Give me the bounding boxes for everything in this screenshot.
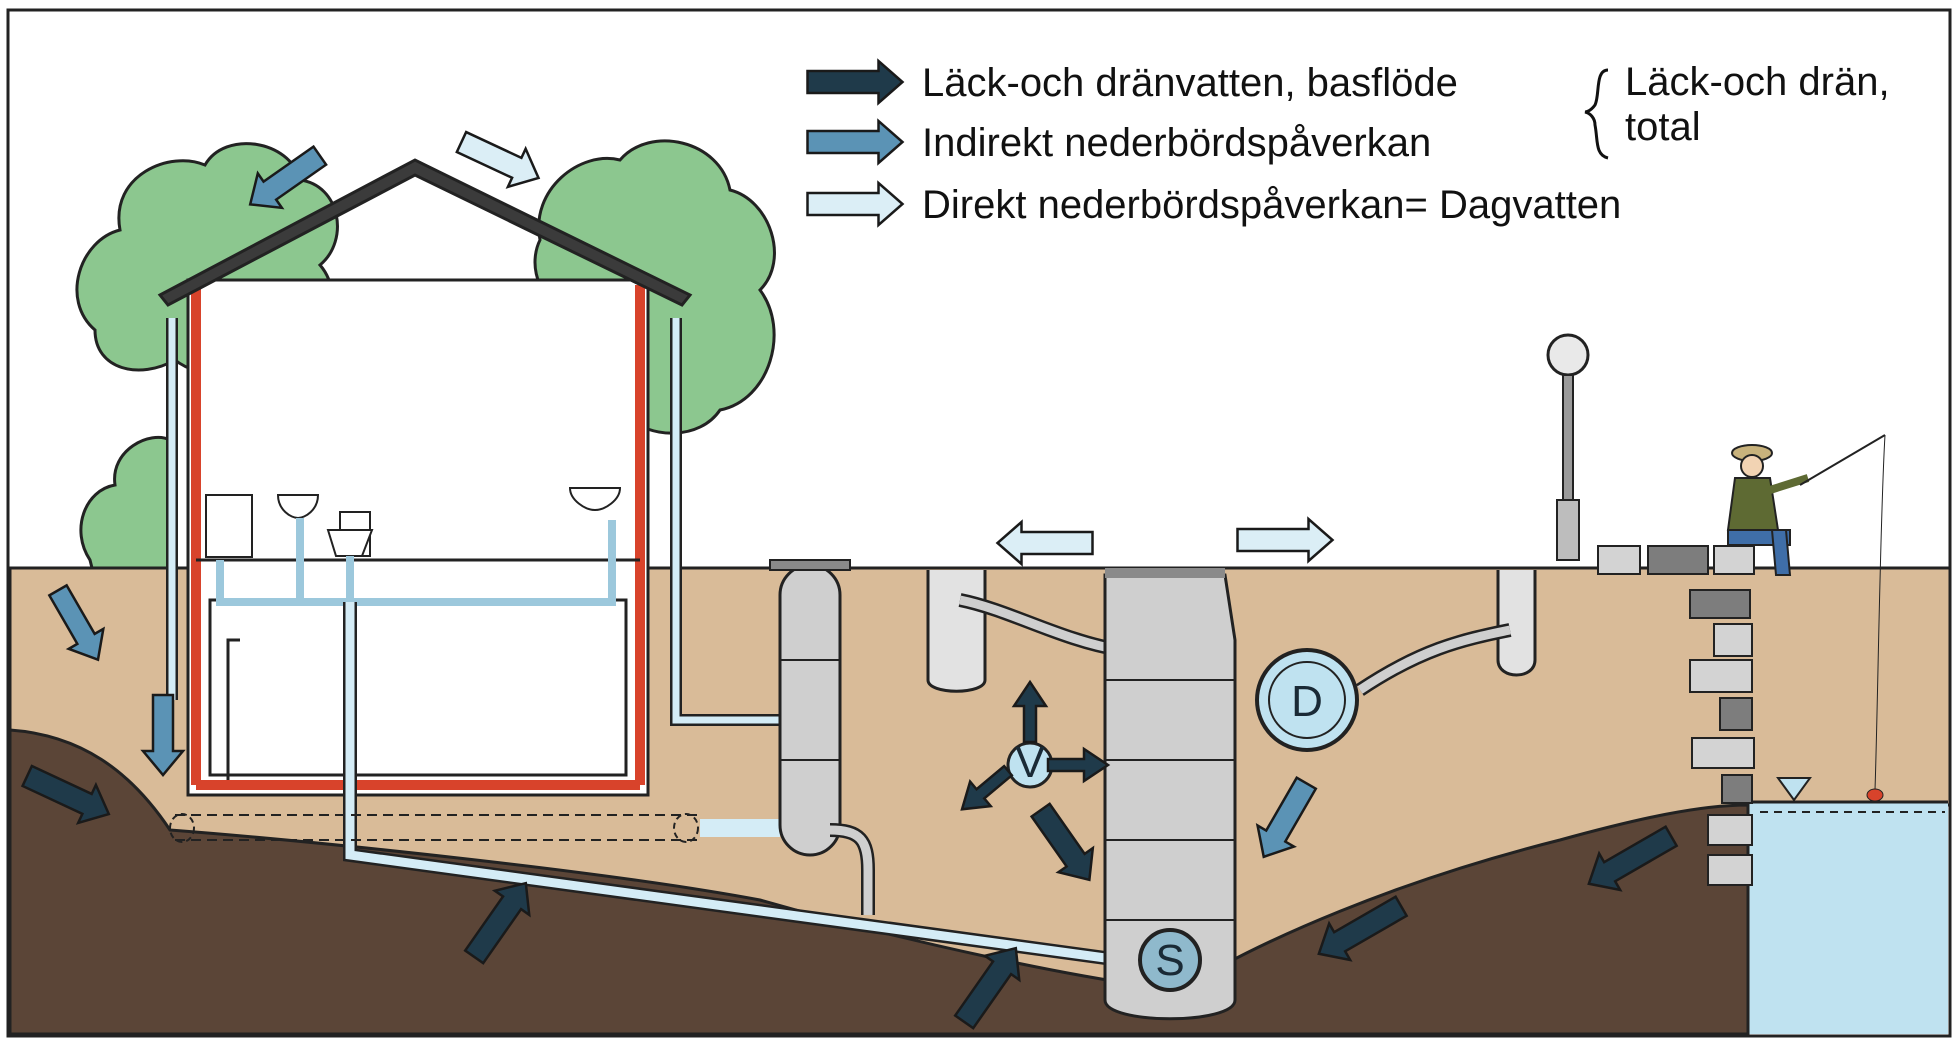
arrow-v-down-left bbox=[960, 764, 1014, 811]
foundation-drain-end-right bbox=[673, 813, 699, 843]
arrow-roof-left bbox=[248, 144, 328, 210]
foundation-drain-end-left bbox=[169, 813, 195, 843]
house-drain-pipes bbox=[216, 518, 616, 606]
legend-arrow-1 bbox=[806, 58, 905, 106]
arrow-soil-left-1 bbox=[47, 583, 106, 662]
arrow-roof-right bbox=[455, 130, 541, 189]
toilet-bowl bbox=[326, 529, 374, 557]
tree-left-small bbox=[79, 435, 177, 570]
arrow-d-to-shaft bbox=[1255, 775, 1318, 859]
marker-d-label: D bbox=[1291, 677, 1323, 726]
legend-brace-label-line1: Läck-och drän, bbox=[1625, 60, 1890, 104]
legend-label-1: Läck-och dränvatten, basflöde bbox=[922, 61, 1458, 105]
lake-water bbox=[1748, 802, 1948, 1034]
stone-quay bbox=[1597, 545, 1755, 886]
dark-soil-layer bbox=[8, 728, 1750, 1036]
arrow-v-right bbox=[1046, 746, 1111, 784]
downspout-right-inner bbox=[672, 318, 780, 724]
sewer-shaft bbox=[1103, 568, 1237, 1021]
legend-arrow-3 bbox=[806, 180, 905, 228]
bathtub bbox=[205, 494, 253, 558]
marker-v-label: V bbox=[1015, 738, 1045, 787]
arrow-lake-1 bbox=[1587, 825, 1679, 892]
arrow-v-up bbox=[1011, 679, 1049, 744]
water-level-marker bbox=[1776, 777, 1812, 802]
marker-s: S bbox=[1138, 928, 1202, 992]
arrow-bottom-1 bbox=[463, 881, 531, 965]
arrow-dark-left bbox=[20, 764, 111, 825]
arrow-street-right bbox=[1236, 516, 1335, 564]
house-main-sewer-inner bbox=[345, 602, 1121, 965]
sink-right bbox=[568, 487, 622, 512]
arrow-street-left bbox=[995, 519, 1094, 567]
street-gully bbox=[926, 570, 1122, 693]
arrow-lake-2 bbox=[1317, 895, 1409, 962]
house-roof bbox=[157, 158, 693, 307]
legend-brace-label-line2: total bbox=[1625, 105, 1701, 149]
legend-arrow-2 bbox=[806, 118, 905, 166]
legend-label-3: Direkt nederbördspåverkan= Dagvatten bbox=[922, 183, 1621, 227]
marker-d: D bbox=[1255, 648, 1359, 752]
lamp-post bbox=[1546, 333, 1590, 561]
fisherman bbox=[1726, 434, 1886, 802]
manhole-left bbox=[769, 559, 875, 915]
arrow-soil-left-2 bbox=[140, 693, 186, 777]
legend-label-2: Indirekt nederbördspåverkan bbox=[922, 121, 1431, 165]
house-inner-basement bbox=[208, 598, 628, 777]
marker-s-label: S bbox=[1155, 936, 1184, 985]
foundation-drain bbox=[175, 814, 700, 841]
basement-shower bbox=[226, 638, 240, 780]
house bbox=[157, 158, 1121, 967]
flow-arrows bbox=[20, 130, 1679, 1030]
legend-brace bbox=[1584, 68, 1609, 160]
arrow-v-down-right bbox=[1029, 802, 1095, 882]
right-gully bbox=[1356, 570, 1537, 696]
arrow-bottom-2 bbox=[953, 946, 1021, 1030]
